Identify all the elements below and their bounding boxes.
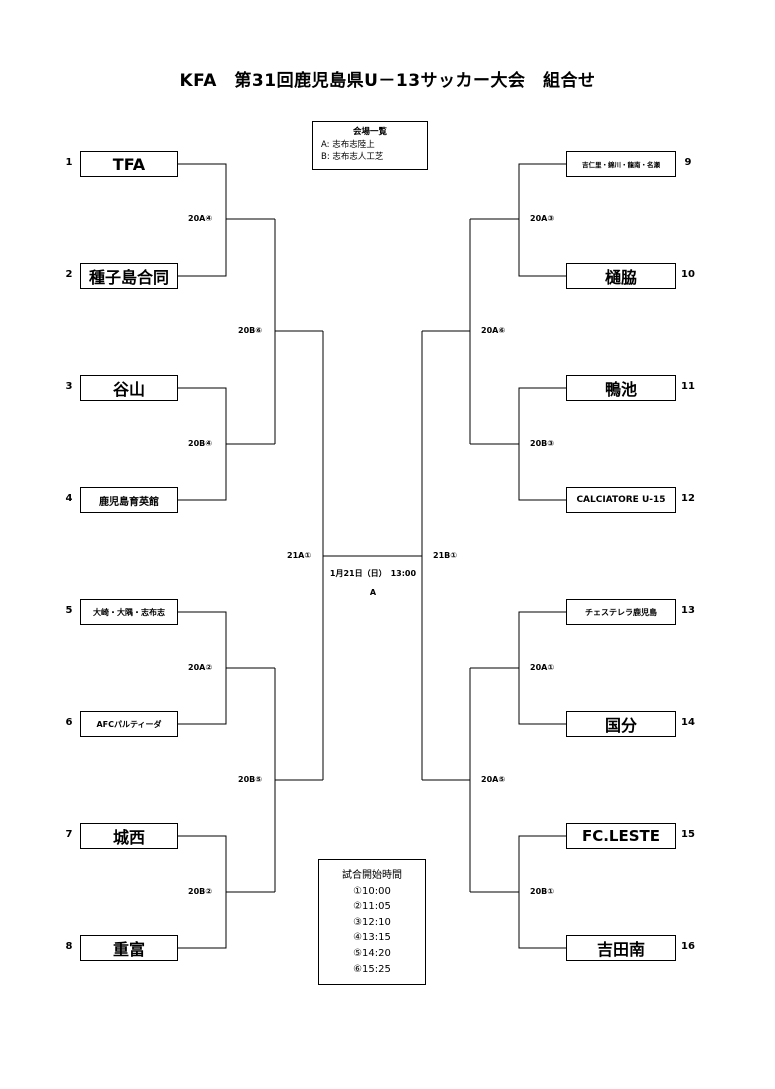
match-label: 20B③ bbox=[530, 439, 555, 448]
seed-number: 5 bbox=[65, 605, 73, 616]
team-box: 大崎・大隅・志布志 bbox=[80, 599, 178, 625]
team-box: 種子島合同 bbox=[80, 263, 178, 289]
match-label: 20B④ bbox=[188, 439, 213, 448]
seed-number: 4 bbox=[65, 493, 73, 504]
team-box: 城西 bbox=[80, 823, 178, 849]
final-court: A bbox=[369, 588, 377, 597]
venue-code: B: bbox=[321, 152, 330, 162]
start-time-item: ③12:10 bbox=[353, 916, 391, 928]
seed-number: 11 bbox=[681, 381, 695, 392]
team-box: 鹿児島育英館 bbox=[80, 487, 178, 513]
match-label: 20A① bbox=[530, 663, 555, 672]
match-label: 20B⑥ bbox=[238, 326, 263, 335]
team-box: 谷山 bbox=[80, 375, 178, 401]
team-box: CALCIATORE U-15 bbox=[566, 487, 676, 513]
venue-item-a: A: 志布志陸上 bbox=[321, 139, 419, 151]
seed-number: 1 bbox=[65, 157, 73, 168]
bracket-line bbox=[518, 163, 566, 277]
venue-list: 会場一覧 A: 志布志陸上 B: 志布志人工芝 bbox=[312, 121, 428, 170]
team-box: AFCパルティーダ bbox=[80, 711, 178, 737]
seed-number: 8 bbox=[65, 941, 73, 952]
seed-number: 3 bbox=[65, 381, 73, 392]
start-time-item: ②11:05 bbox=[353, 901, 391, 913]
team-box: 吉仁里・錦川・龍南・名瀬 bbox=[566, 151, 676, 177]
start-times-box: 試合開始時間 ①10:00 ②11:05 ③12:10 ④13:15 ⑤14:2… bbox=[318, 859, 426, 985]
start-time-item: ⑤14:20 bbox=[353, 947, 391, 959]
team-box: 鴨池 bbox=[566, 375, 676, 401]
match-label: 21A① bbox=[287, 551, 312, 560]
match-label: 20A⑤ bbox=[481, 775, 506, 784]
team-box: TFA bbox=[80, 151, 178, 177]
team-box: 樋脇 bbox=[566, 263, 676, 289]
match-label: 20A② bbox=[188, 663, 213, 672]
bracket-line bbox=[178, 163, 227, 277]
seed-number: 2 bbox=[65, 269, 73, 280]
match-label: 20B① bbox=[530, 887, 555, 896]
match-label: 20A⑥ bbox=[481, 326, 506, 335]
team-box: チェステレラ鹿児島 bbox=[566, 599, 676, 625]
match-label: 20A③ bbox=[530, 214, 555, 223]
team-box: 国分 bbox=[566, 711, 676, 737]
seed-number: 13 bbox=[681, 605, 695, 616]
start-time-item: ⑥15:25 bbox=[353, 963, 391, 975]
team-box: 吉田南 bbox=[566, 935, 676, 961]
seed-number: 6 bbox=[65, 717, 73, 728]
match-label: 20B⑤ bbox=[238, 775, 263, 784]
venue-item-b: B: 志布志人工芝 bbox=[321, 151, 419, 163]
start-times-title: 試合開始時間 bbox=[342, 870, 402, 881]
seed-number: 7 bbox=[65, 829, 73, 840]
venue-list-title: 会場一覧 bbox=[352, 127, 387, 137]
venue-name: 志布志陸上 bbox=[332, 140, 375, 150]
seed-number: 9 bbox=[684, 157, 692, 168]
start-time-item: ④13:15 bbox=[353, 932, 391, 944]
match-label: 21B① bbox=[433, 551, 458, 560]
match-label: 20A④ bbox=[188, 214, 213, 223]
start-time-item: ①10:00 bbox=[353, 885, 391, 897]
page-title: KFA 第31回鹿児島県U－13サッカー大会 組合せ bbox=[179, 71, 596, 91]
team-box: 重富 bbox=[80, 935, 178, 961]
venue-code: A: bbox=[321, 140, 330, 150]
team-box: FC.LESTE bbox=[566, 823, 676, 849]
venue-name: 志布志人工芝 bbox=[332, 152, 384, 162]
seed-number: 10 bbox=[681, 269, 695, 280]
seed-number: 15 bbox=[681, 829, 695, 840]
seed-number: 16 bbox=[681, 941, 695, 952]
match-label: 20B② bbox=[188, 887, 213, 896]
seed-number: 12 bbox=[681, 493, 695, 504]
final-datetime: 1月21日（日） 13:00 bbox=[329, 569, 417, 578]
seed-number: 14 bbox=[681, 717, 695, 728]
